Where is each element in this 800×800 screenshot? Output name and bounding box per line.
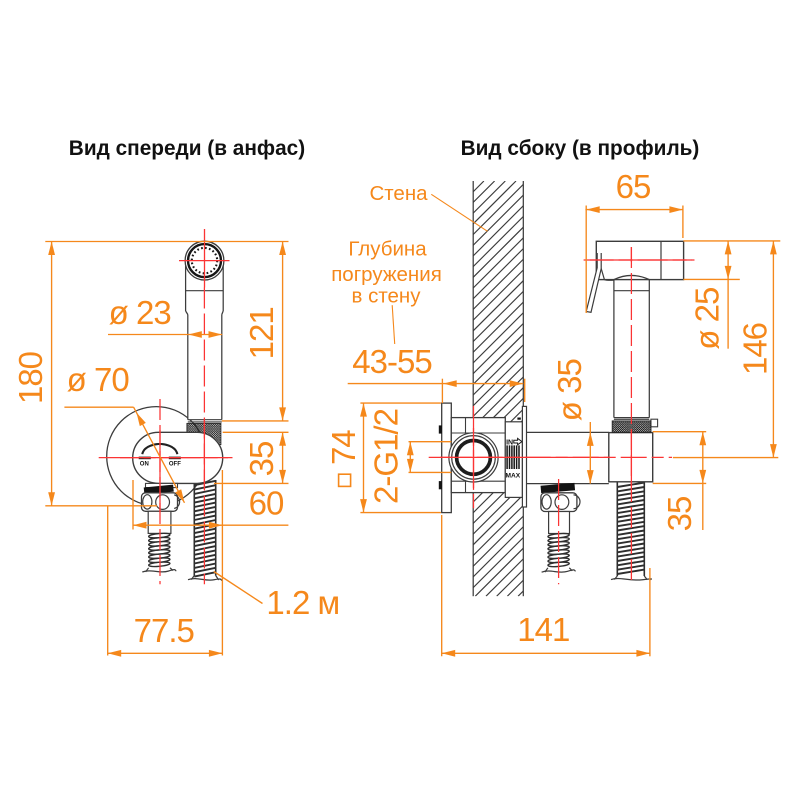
svg-text:ø 70: ø 70 <box>67 361 130 398</box>
svg-text:Вид спереди (в анфас): Вид спереди (в анфас) <box>69 137 305 160</box>
svg-text:77.5: 77.5 <box>134 612 194 649</box>
svg-text:65: 65 <box>616 168 651 205</box>
svg-text:Стена: Стена <box>369 182 428 205</box>
svg-text:60: 60 <box>249 485 284 522</box>
svg-text:Глубина: Глубина <box>348 238 427 261</box>
svg-text:Вид сбоку (в профиль): Вид сбоку (в профиль) <box>461 137 700 160</box>
svg-text:43-55: 43-55 <box>352 343 431 380</box>
svg-text:74: 74 <box>325 430 362 465</box>
svg-text:ø 35: ø 35 <box>551 359 588 421</box>
svg-text:OFF: OFF <box>169 461 181 467</box>
svg-text:ø 23: ø 23 <box>109 294 171 331</box>
svg-text:2-G1/2: 2-G1/2 <box>368 409 405 504</box>
svg-text:121: 121 <box>243 307 280 359</box>
svg-text:146: 146 <box>736 323 773 375</box>
svg-text:35: 35 <box>661 497 698 532</box>
svg-text:IN: IN <box>506 439 513 446</box>
svg-text:1.2 м: 1.2 м <box>266 584 339 621</box>
svg-text:180: 180 <box>12 351 49 404</box>
svg-text:ON: ON <box>140 461 149 467</box>
svg-text:ø 25: ø 25 <box>689 288 726 350</box>
svg-text:MAX: MAX <box>505 473 520 480</box>
svg-text:141: 141 <box>517 611 569 648</box>
svg-text:погружения: погружения <box>331 263 442 286</box>
svg-text:в стену: в стену <box>352 285 422 308</box>
svg-text:35: 35 <box>243 442 280 477</box>
